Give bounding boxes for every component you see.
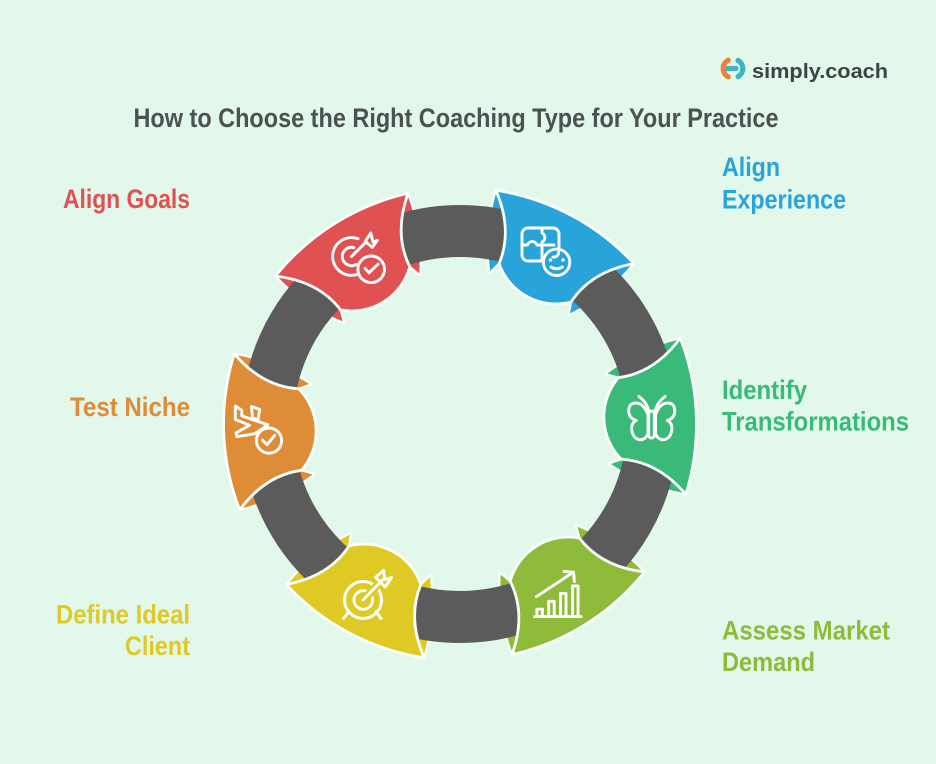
svg-text:Test Niche: Test Niche: [70, 392, 190, 422]
svg-text:Identify: Identify: [722, 375, 807, 405]
svg-text:Assess Market: Assess Market: [722, 616, 890, 646]
svg-text:Transformations: Transformations: [722, 407, 909, 437]
svg-text:Align Goals: Align Goals: [63, 184, 190, 214]
svg-text:Align: Align: [722, 152, 780, 182]
svg-text:Client: Client: [125, 631, 190, 661]
svg-text:How to Choose the Right Coachi: How to Choose the Right Coaching Type fo…: [134, 103, 779, 133]
svg-text:simply.coach: simply.coach: [752, 60, 888, 83]
svg-text:Define Ideal: Define Ideal: [56, 600, 190, 630]
svg-text:Demand: Demand: [722, 647, 815, 677]
svg-text:Experience: Experience: [722, 185, 846, 215]
